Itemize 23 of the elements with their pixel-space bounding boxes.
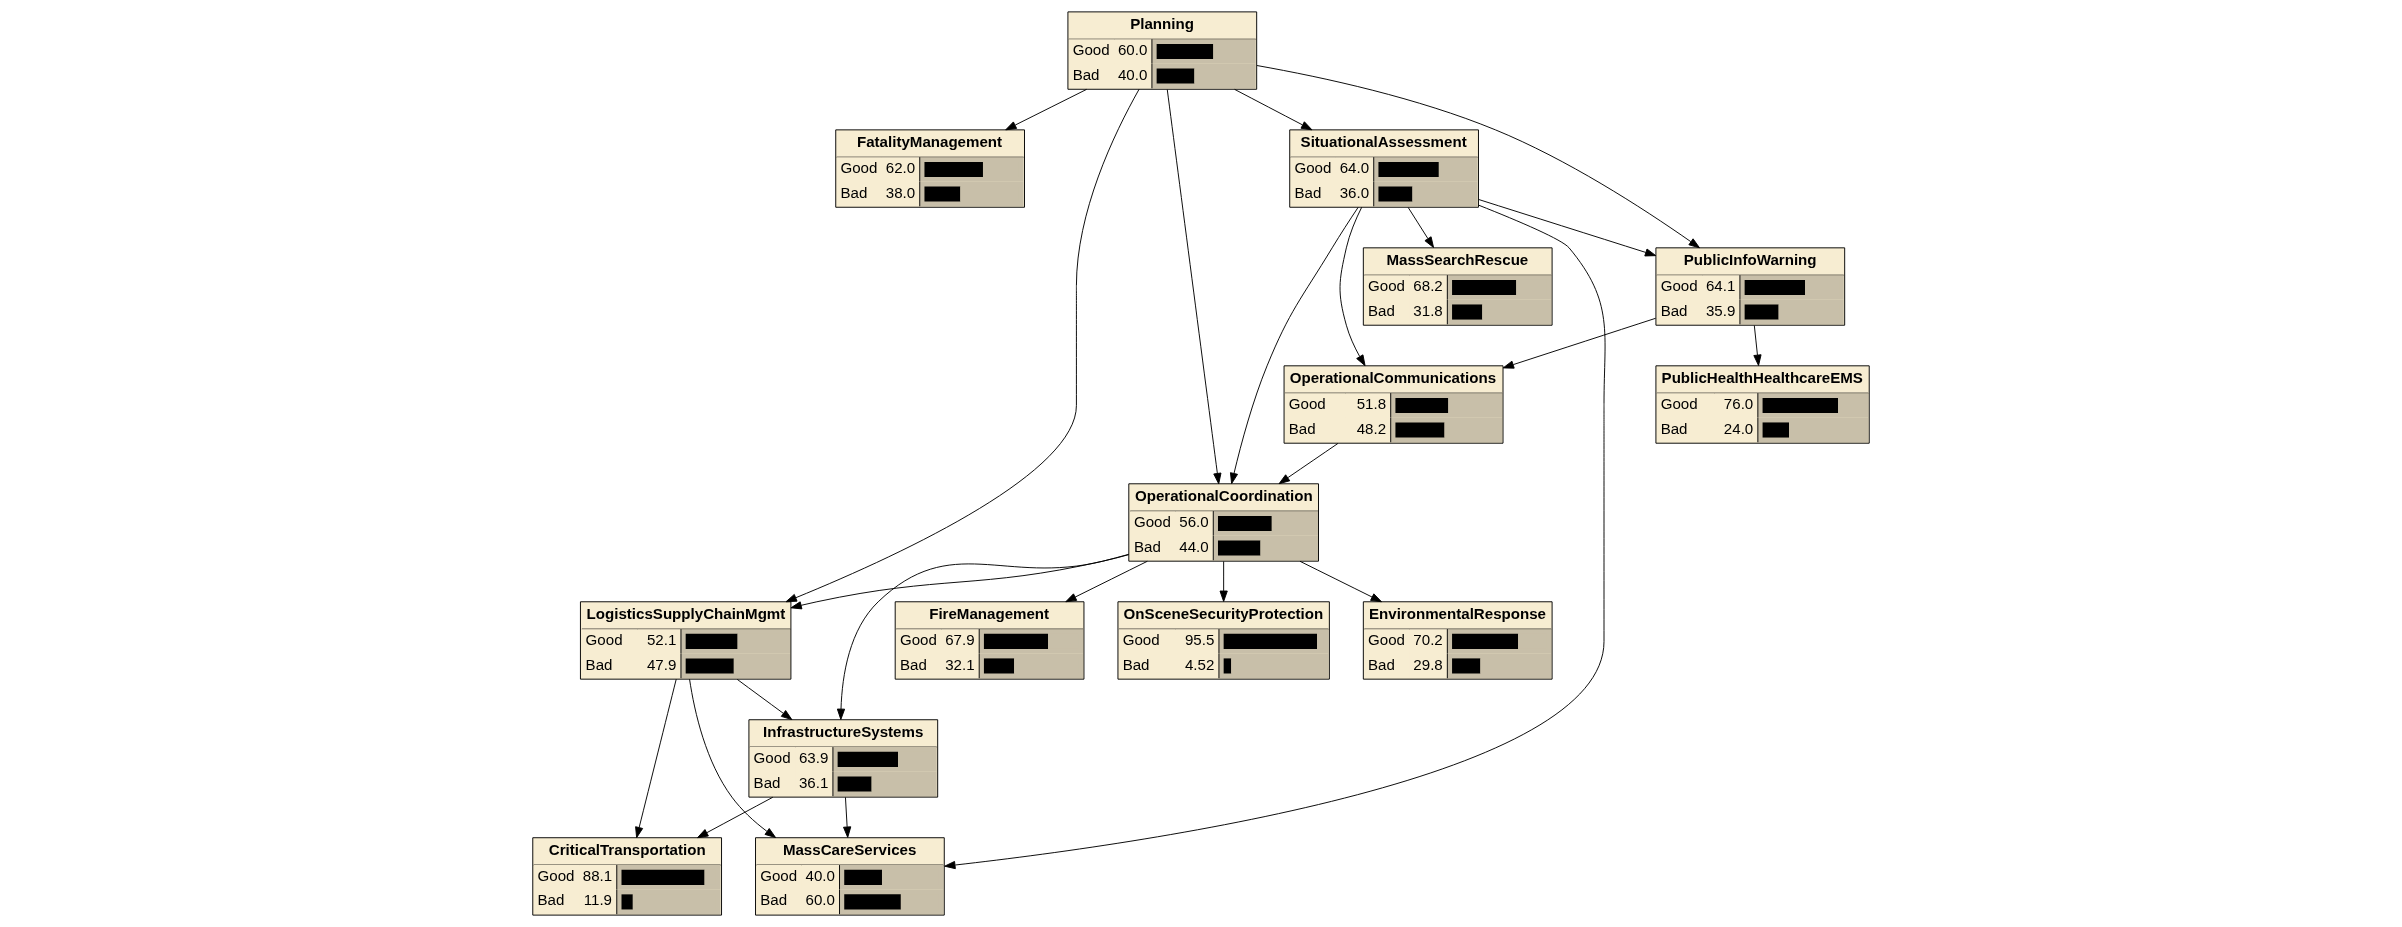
arrow [1478,199,1657,257]
arrow [843,796,852,838]
arrow [1407,207,1435,248]
arrow [944,204,1606,870]
arrow [1278,443,1339,485]
arrow [1005,88,1088,131]
arrow [785,88,1140,603]
arrow [1166,89,1222,485]
arrow [1502,317,1657,369]
arrow [736,678,793,721]
arrow [790,554,1130,610]
arrow [1256,65,1700,249]
arrow [1339,206,1366,367]
arrow [1753,325,1762,366]
arrow [689,678,777,838]
arrow [1299,560,1382,603]
arrow [635,678,677,839]
arrow [1234,88,1313,131]
arrow [1230,206,1359,485]
arrow [697,796,774,839]
arrow [1219,560,1228,602]
arrow [1065,560,1148,603]
arrow [836,553,1130,720]
